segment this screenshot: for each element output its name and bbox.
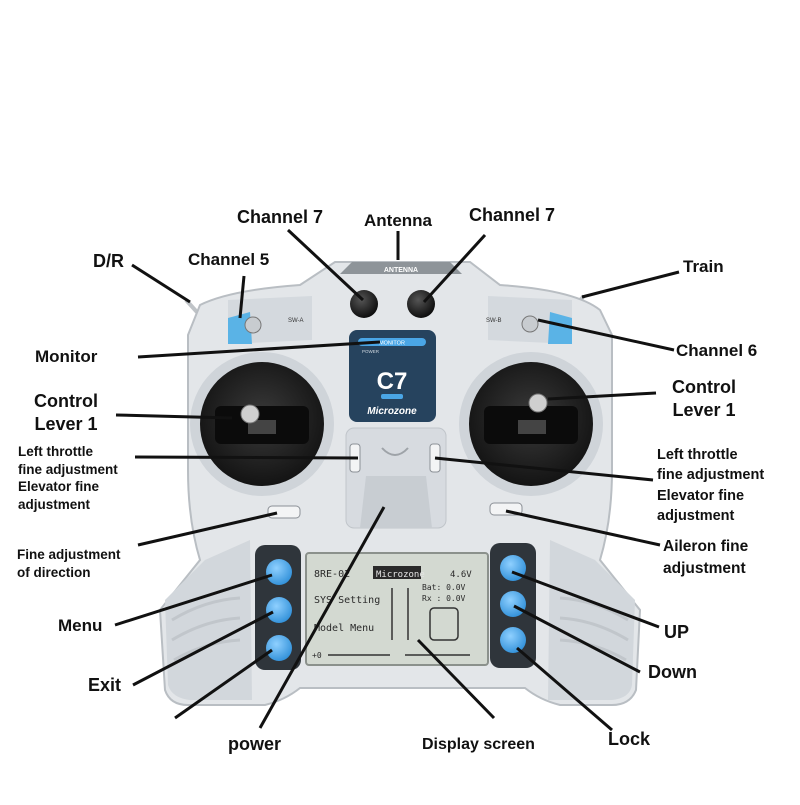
label-control-lever-left-line1: Control	[34, 391, 98, 411]
label-aileron-trim-line2: adjustment	[663, 559, 746, 577]
antenna-plate-text: ANTENNA	[384, 267, 418, 274]
label-control-lever-left-line2: Lever 1	[34, 413, 98, 434]
label-down: Down	[648, 662, 697, 682]
exit-button	[266, 597, 292, 623]
monitor-panel-text: MONITOR	[379, 341, 405, 347]
label-right-trim: Left throttle fine adjustment Elevator f…	[657, 445, 764, 526]
lcd-trim: +0	[312, 651, 322, 660]
label-antenna: Antenna	[364, 211, 432, 230]
brand-logo: Microzone	[367, 406, 417, 417]
display-screen	[305, 552, 489, 666]
sw-a-label: SW-A	[288, 318, 304, 324]
left-switch-accent	[228, 312, 252, 344]
label-exit: Exit	[88, 675, 122, 695]
power-button	[266, 635, 292, 661]
label-control-lever-right-line1: Control	[672, 377, 736, 397]
control-lever-left	[240, 404, 260, 424]
label-channel-7-left: Channel 7	[236, 207, 324, 227]
label-aileron-trim: Aileron fine adjustment	[663, 536, 748, 579]
label-left-trim-line4: adjustment	[18, 496, 91, 512]
control-lever-right	[528, 393, 548, 413]
menu-button	[266, 559, 292, 585]
lcd-rx: Rx : 0.0V	[422, 594, 466, 603]
lcd-line-3: Model Menu	[314, 623, 374, 634]
label-direction-trim: Fine adjustment of direction	[17, 546, 121, 581]
label-left-trim-line2: fine adjustment	[18, 461, 118, 477]
label-control-lever-left: Control Lever 1	[20, 392, 112, 434]
down-button	[500, 591, 526, 617]
label-up: UP	[664, 622, 690, 642]
lcd-bat: Bat: 0.0V	[422, 583, 466, 592]
label-aileron-trim-line1: Aileron fine	[663, 538, 749, 555]
label-direction-trim-line2: of direction	[17, 564, 91, 580]
label-channel-5: Channel 5	[188, 250, 270, 269]
label-power: power	[228, 734, 282, 754]
channel-6-switch	[521, 315, 539, 333]
label-lock: Lock	[608, 729, 651, 749]
power-switch-housing	[360, 476, 432, 528]
lcd-line-1: 8RE-02	[314, 569, 350, 580]
right-switch-accent	[548, 312, 572, 344]
lock-button	[500, 627, 526, 653]
left-grip	[165, 540, 252, 700]
channel-7-left-knob	[350, 290, 378, 318]
lcd-voltage: 4.6V	[450, 570, 472, 580]
label-left-trim-line3: Elevator fine	[18, 479, 100, 495]
pointer-lines	[114, 228, 680, 732]
label-display-screen: Display screen	[422, 736, 535, 753]
label-control-lever-right: Control Lever 1	[658, 378, 750, 420]
antenna-plate	[340, 262, 462, 274]
power-indicator-text: POWER	[362, 349, 380, 354]
label-left-trim: Left throttle fine adjustment Elevator f…	[18, 443, 118, 513]
lcd-brand: Microzone	[376, 570, 425, 580]
label-right-trim-line3: Elevator fine	[657, 487, 745, 504]
label-direction-trim-line1: Fine adjustment	[17, 547, 121, 562]
direction-trim	[267, 505, 301, 519]
label-right-trim-line1: Left throttle	[657, 447, 738, 463]
sw-b-label: SW-B	[486, 318, 502, 324]
lcd-line-2: SYS Setting	[314, 595, 380, 606]
channel-5-switch	[244, 316, 262, 334]
label-right-trim-line4: adjustment	[657, 507, 735, 524]
label-left-trim-line1: Left throttle	[18, 444, 93, 459]
monitor-panel	[349, 330, 436, 422]
label-channel-7-right: Channel 7	[468, 205, 556, 225]
label-dr: D/R	[93, 251, 124, 271]
label-channel-6: Channel 6	[676, 341, 758, 360]
label-control-lever-right-line2: Lever 1	[672, 399, 736, 420]
label-right-trim-line2: fine adjustment	[657, 467, 765, 484]
label-monitor: Monitor	[35, 347, 98, 366]
right-grip	[548, 540, 635, 700]
label-menu: Menu	[58, 616, 103, 635]
model-name: C7	[377, 368, 408, 395]
label-train: Train	[683, 257, 724, 276]
